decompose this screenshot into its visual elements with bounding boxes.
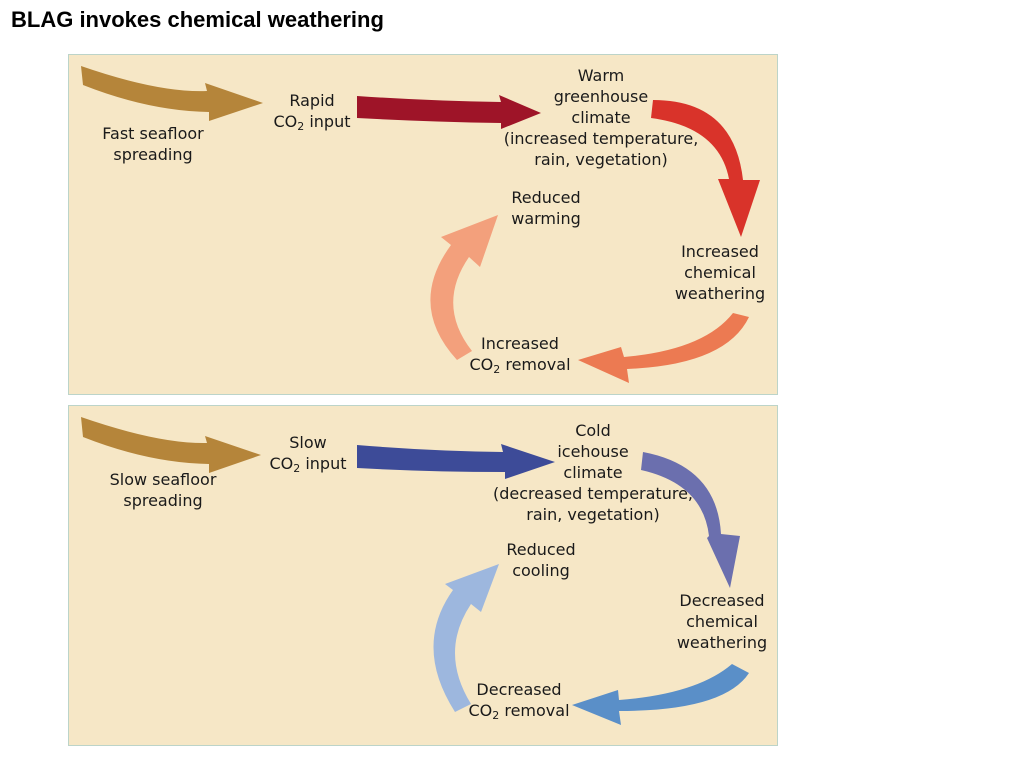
- weathering-label: Increased chemical weathering: [674, 242, 766, 303]
- slide-title: BLAG invokes chemical weathering: [11, 7, 384, 32]
- co2-input-arrow: [357, 95, 541, 129]
- weathering-label: Decreased chemical weathering: [676, 591, 768, 652]
- source-label: Slow seafloor spreading: [109, 470, 217, 510]
- removal-label: Increased CO2 removal: [469, 334, 571, 376]
- removal-to-feedback-arrow: [433, 564, 499, 712]
- climate-to-weathering-arrow: [641, 452, 740, 588]
- source-label: Fast seafloor spreading: [102, 124, 204, 164]
- warm-climate-panel: Fast seafloor spreading Rapid CO2 input …: [68, 54, 778, 395]
- cold-climate-diagram: [81, 417, 749, 725]
- input-label: Slow CO2 input: [269, 433, 347, 475]
- weathering-to-removal-arrow: [572, 664, 749, 725]
- co2-input-arrow: [357, 444, 555, 479]
- seafloor-spreading-arrow: [81, 66, 263, 121]
- weathering-to-removal-arrow: [578, 313, 749, 383]
- climate-to-weathering-arrow: [651, 100, 760, 237]
- removal-to-feedback-arrow: [430, 215, 498, 360]
- input-label: Rapid CO2 input: [273, 91, 351, 133]
- seafloor-spreading-arrow: [81, 417, 261, 473]
- feedback-label: Reduced warming: [511, 188, 581, 228]
- cold-climate-panel: Slow seafloor spreading Slow CO2 input C…: [68, 405, 778, 746]
- removal-label: Decreased CO2 removal: [468, 680, 570, 722]
- climate-label: Warm greenhouse climate (increased tempe…: [503, 66, 699, 169]
- feedback-label: Reduced cooling: [506, 540, 576, 580]
- climate-label: Cold icehouse climate (decreased tempera…: [493, 421, 693, 524]
- warm-climate-diagram: [81, 66, 760, 383]
